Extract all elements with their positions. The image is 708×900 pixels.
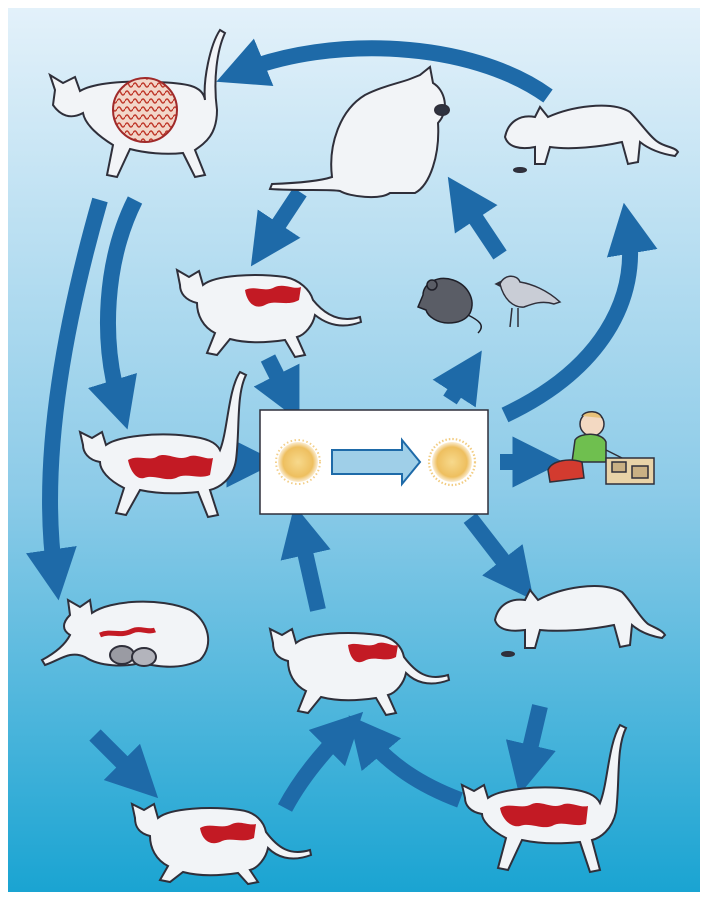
prey-in-mouth-icon (435, 105, 449, 115)
kitten-icon (110, 646, 134, 664)
worms-icon (500, 803, 588, 827)
food-on-ground-icon (514, 168, 526, 172)
cyst-icon (113, 78, 177, 142)
egg-sun-icon (432, 442, 472, 482)
food-on-ground-icon (502, 652, 514, 656)
center-egg-box (260, 410, 488, 514)
kitten-icon (132, 648, 156, 666)
egg-sun-icon (278, 442, 318, 482)
worms-icon (128, 455, 213, 479)
